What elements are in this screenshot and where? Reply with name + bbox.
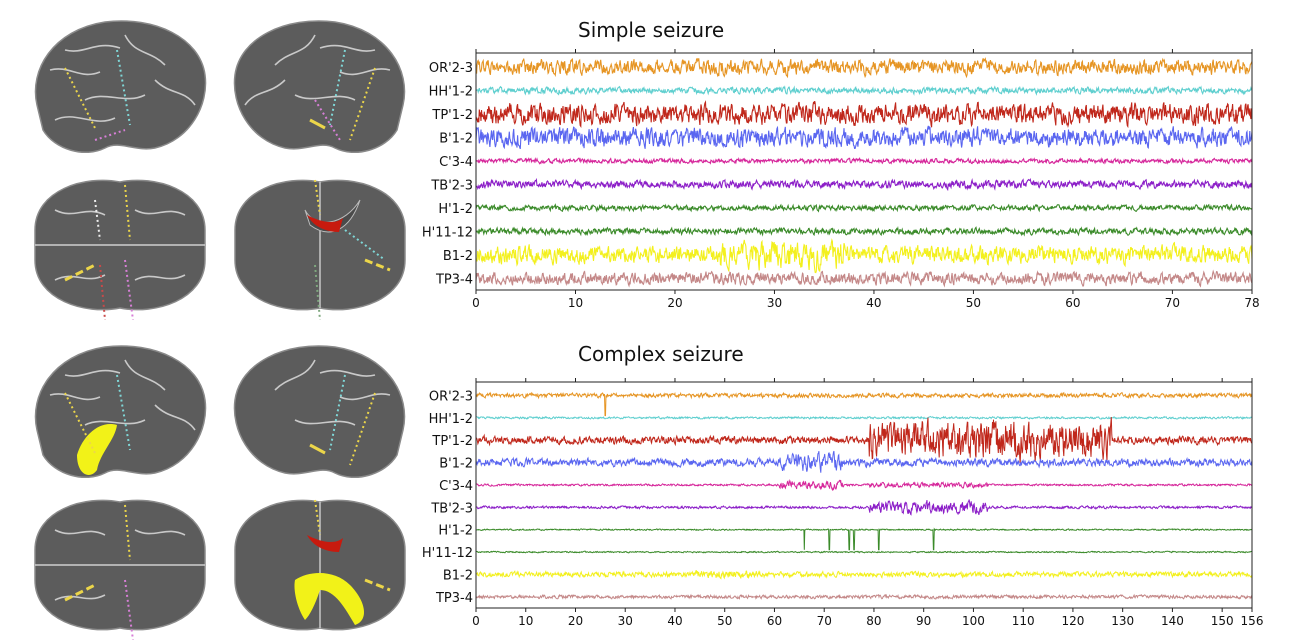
- channel-label: C'3-4: [439, 479, 473, 494]
- x-tick-label: 30: [618, 614, 633, 628]
- x-tick-label: 10: [568, 296, 583, 310]
- x-tick-label: 90: [916, 614, 931, 628]
- x-tick-label: 0: [472, 614, 480, 628]
- chart-panel-0: OR'2-3HH'1-2TP'1-2B'1-2C'3-4TB'2-3H'1-2H…: [422, 49, 1260, 310]
- trace-C'3-4: [476, 157, 1252, 165]
- x-tick-label: 70: [1165, 296, 1180, 310]
- trace-HH'1-2: [476, 85, 1252, 96]
- trace-OR'2-3: [476, 56, 1252, 79]
- chart-title-complex: Complex seizure: [578, 342, 744, 366]
- trace-TP'1-2: [476, 417, 1252, 463]
- x-tick-label: 70: [817, 614, 832, 628]
- trace-H'11-12: [476, 225, 1252, 237]
- x-tick-label: 120: [1061, 614, 1084, 628]
- brain-lateral-right-complex: [233, 345, 406, 478]
- trace-TB'2-3: [476, 177, 1252, 192]
- trace-TP'1-2: [476, 100, 1252, 129]
- channel-label: OR'2-3: [429, 389, 473, 404]
- x-tick-label: 50: [966, 296, 981, 310]
- x-tick-label: 50: [717, 614, 732, 628]
- channel-label: C'3-4: [439, 155, 473, 170]
- trace-B'1-2: [476, 125, 1252, 150]
- x-tick-label: 80: [866, 614, 881, 628]
- trace-B1-2: [476, 238, 1252, 274]
- channel-label: TB'2-3: [430, 178, 473, 193]
- traces-group: [476, 56, 1252, 288]
- x-tick-label: 10: [518, 614, 533, 628]
- x-tick-label: 0: [472, 296, 480, 310]
- channel-label: TP'1-2: [431, 434, 473, 449]
- brain-bottom-view: [234, 179, 406, 320]
- trace-TB'2-3: [476, 499, 1252, 516]
- x-tick-label: 30: [767, 296, 782, 310]
- channel-label: HH'1-2: [429, 85, 473, 100]
- plot-frame: [475, 381, 1253, 609]
- channel-label: HH'1-2: [429, 412, 473, 427]
- trace-HH'1-2: [476, 415, 1252, 420]
- x-tick-label: 130: [1111, 614, 1134, 628]
- channel-label: B'1-2: [439, 131, 473, 146]
- trace-B1-2: [476, 569, 1252, 580]
- trace-H'1-2: [476, 203, 1252, 213]
- channel-label: OR'2-3: [429, 61, 473, 76]
- trace-H'11-12: [476, 550, 1252, 554]
- channel-label: B1-2: [443, 249, 473, 264]
- channel-label: TP'1-2: [431, 108, 473, 123]
- x-tick-label: 150: [1211, 614, 1234, 628]
- plot-frame: [475, 52, 1253, 291]
- channel-label: H'1-2: [438, 524, 473, 539]
- x-tick-label: 140: [1161, 614, 1184, 628]
- trace-TP3-4: [476, 593, 1252, 600]
- x-tick-label: 78: [1244, 296, 1259, 310]
- channel-label: B'1-2: [439, 457, 473, 472]
- x-tick-label: 110: [1012, 614, 1035, 628]
- trace-B'1-2: [476, 450, 1252, 473]
- channel-label: TB'2-3: [430, 501, 473, 516]
- channel-label: H'11-12: [422, 225, 473, 240]
- x-tick-label: 20: [568, 614, 583, 628]
- trace-C'3-4: [476, 479, 1252, 492]
- channel-label: H'1-2: [438, 202, 473, 217]
- brain-lateral-left: [34, 20, 207, 153]
- x-tick-label: 20: [667, 296, 682, 310]
- x-tick-label: 60: [1065, 296, 1080, 310]
- x-tick-label: 40: [866, 296, 881, 310]
- x-tick-label: 60: [767, 614, 782, 628]
- trace-OR'2-3: [476, 391, 1252, 417]
- x-tick-label: 156: [1241, 614, 1264, 628]
- chart-panel-1: OR'2-3HH'1-2TP'1-2B'1-2C'3-4TB'2-3H'1-2H…: [422, 378, 1264, 628]
- brain-lateral-left-complex: [34, 345, 207, 478]
- traces-group: [476, 391, 1252, 600]
- trace-TP3-4: [476, 269, 1252, 288]
- brain-top-view-complex: [34, 499, 206, 640]
- brain-lateral-right: [233, 20, 406, 153]
- brain-bottom-view-complex: [234, 499, 406, 631]
- channel-label: B1-2: [443, 568, 473, 583]
- channel-label: TP3-4: [435, 591, 473, 606]
- trace-H'1-2: [476, 527, 1252, 551]
- channel-label: TP3-4: [435, 272, 473, 287]
- brain-top-view: [34, 179, 206, 320]
- x-tick-label: 100: [962, 614, 985, 628]
- channel-label: H'11-12: [422, 546, 473, 561]
- x-tick-label: 40: [667, 614, 682, 628]
- chart-title-simple: Simple seizure: [578, 18, 725, 42]
